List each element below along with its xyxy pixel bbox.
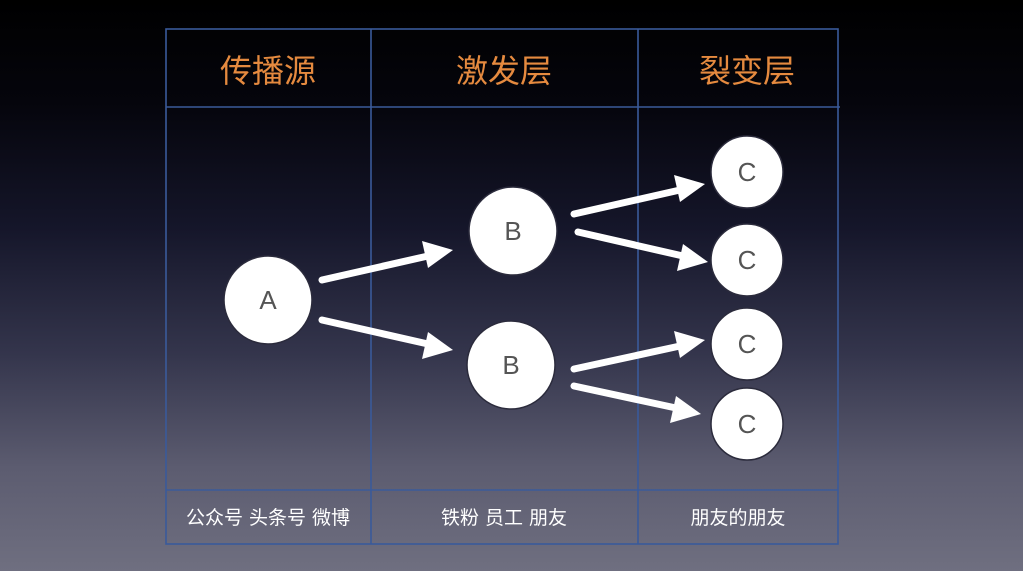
- node-b1: B: [468, 186, 558, 276]
- arrow-b2-to-c4: [570, 382, 701, 423]
- arrows: [318, 175, 708, 423]
- node-c2-label: C: [738, 245, 757, 275]
- node-c1-label: C: [738, 157, 757, 187]
- table-frame: [165, 28, 839, 545]
- header-fission-layer: 裂变层: [699, 52, 795, 90]
- node-c3: C: [710, 307, 784, 381]
- node-b1-label: B: [504, 216, 521, 246]
- node-c3-label: C: [738, 329, 757, 359]
- header-source: 传播源: [220, 52, 316, 90]
- node-c4-label: C: [738, 409, 757, 439]
- footer-fission-people: 朋友的朋友: [690, 507, 785, 529]
- column-headers: 传播源 激发层 裂变层: [220, 52, 795, 90]
- node-c2: C: [710, 223, 784, 297]
- table-grid: [165, 28, 840, 545]
- arrow-b2-to-c3: [570, 331, 705, 373]
- node-c4: C: [710, 387, 784, 461]
- arrow-a-to-b2: [318, 316, 453, 359]
- footer-activation-people: 铁粉 员工 朋友: [441, 507, 567, 529]
- footer-source-channels: 公众号 头条号 微博: [186, 507, 350, 529]
- node-b2: B: [466, 320, 556, 410]
- node-a: A: [223, 255, 313, 345]
- arrow-b1-to-c1: [570, 175, 705, 218]
- column-footers: 公众号 头条号 微博 铁粉 员工 朋友 朋友的朋友: [186, 507, 786, 529]
- arrow-a-to-b1: [318, 241, 453, 284]
- node-a-label: A: [259, 285, 277, 315]
- arrow-b1-to-c2: [574, 228, 708, 271]
- header-activation-layer: 激发层: [456, 52, 552, 90]
- node-b2-label: B: [502, 350, 519, 380]
- node-c1: C: [710, 135, 784, 209]
